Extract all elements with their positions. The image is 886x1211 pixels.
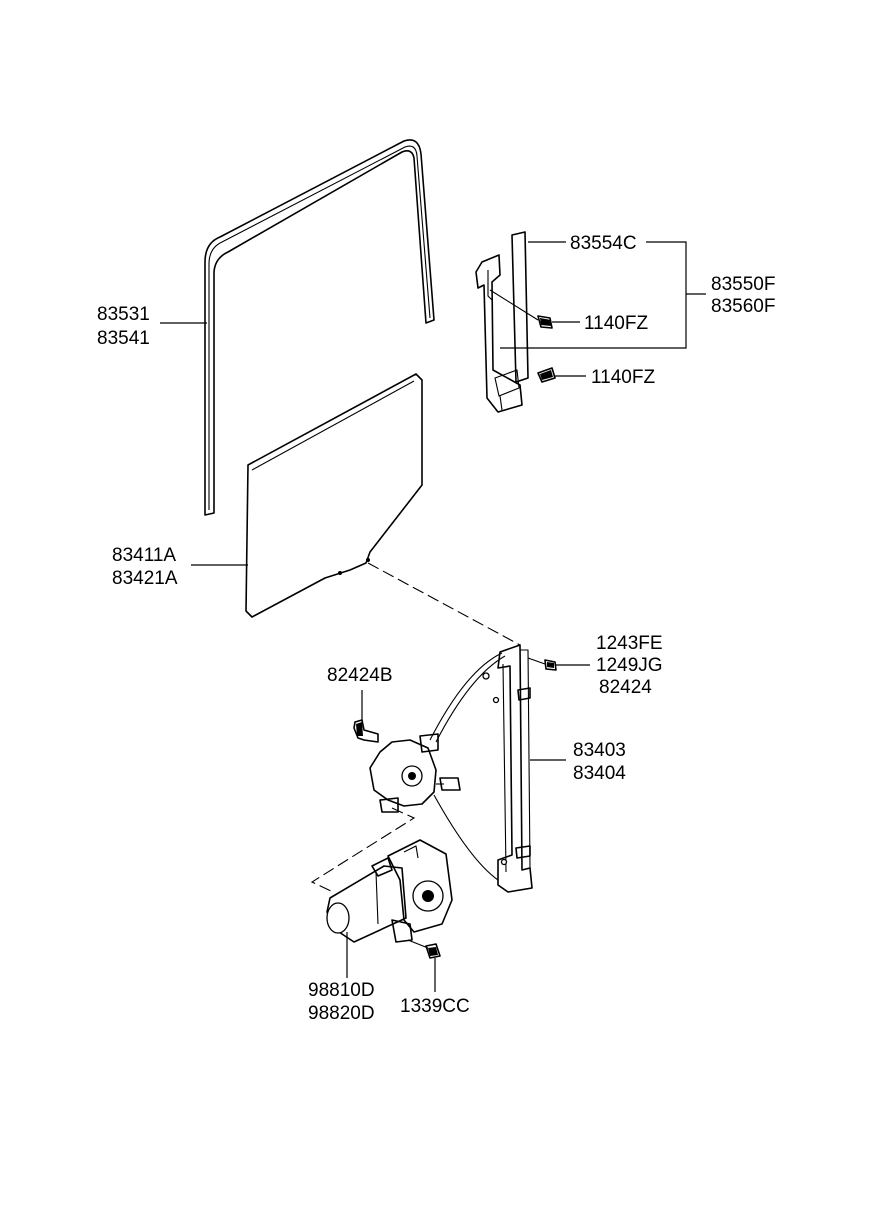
label-motor-1: 98810D: [308, 980, 375, 1001]
label-regulator-fasteners-2: 1249JG: [596, 655, 663, 676]
label-bolt-lower: 1140FZ: [591, 367, 655, 388]
label-weatherstrip-2: 83541: [97, 328, 150, 349]
glass-drawing: [245, 373, 423, 618]
label-nut: 1339CC: [400, 996, 470, 1017]
label-motor-bolt: 82424B: [327, 665, 393, 686]
label-guide-channel: 83554C: [570, 233, 637, 254]
regulator-drawing: [369, 644, 557, 893]
bolt-upper-drawing: [489, 289, 553, 329]
label-motor-2: 98820D: [308, 1003, 375, 1024]
label-weatherstrip-1: 83531: [97, 304, 150, 325]
nut-drawing: [407, 939, 441, 959]
label-regulator-1: 83403: [573, 740, 626, 761]
label-glass-2: 83421A: [112, 568, 178, 589]
label-regulator-2: 83404: [573, 763, 626, 784]
label-guide-assembly-1: 83550F: [711, 274, 775, 295]
motor-drawing: [326, 839, 453, 943]
guide-channel-drawing: [475, 231, 529, 413]
label-bolt-upper: 1140FZ: [584, 313, 648, 334]
bolt-lower-drawing: [537, 367, 556, 383]
leader-guide-assembly: [500, 241, 706, 349]
alignment-line-glass: [367, 562, 521, 646]
label-glass-1: 83411A: [112, 545, 176, 566]
label-regulator-fasteners-1: 1243FE: [596, 633, 663, 654]
alignment-line-motor: [310, 807, 416, 893]
weatherstrip-drawing: [204, 139, 435, 516]
label-guide-assembly-2: 83560F: [711, 296, 775, 317]
motor-bolt-drawing: [353, 719, 379, 743]
label-regulator-fasteners-3: 82424: [599, 677, 652, 698]
